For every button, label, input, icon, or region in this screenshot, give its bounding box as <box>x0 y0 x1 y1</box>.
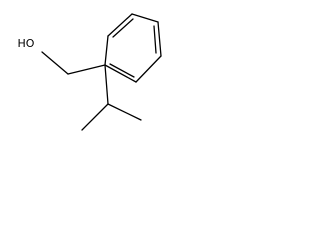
bond-ch-methyl-left <box>81 103 109 131</box>
ring-bond-c4-c5 <box>157 21 162 57</box>
ring-bond-c3-c4 <box>131 13 159 23</box>
ring-bond-c1-c2 <box>104 35 109 66</box>
ring-bond-c5-c6 <box>135 55 162 83</box>
ring-bond-c2-c3-double <box>112 18 134 38</box>
bond-ch2-oxygen <box>41 51 69 75</box>
ring-bond-c6-c7-double <box>109 63 135 78</box>
bond-c1-ch <box>104 64 109 105</box>
bond-ch-methyl-right <box>107 103 142 121</box>
ring-bond-c4-c5-double <box>153 25 157 54</box>
hydroxyl-oxygen-label: HO <box>18 37 35 50</box>
molecule-structure-drawing: HO <box>18 13 162 131</box>
ring-bond-c6-c7 <box>104 64 137 83</box>
ring-bond-c2-c3 <box>107 13 133 37</box>
bond-c1-ch2 <box>67 64 106 75</box>
